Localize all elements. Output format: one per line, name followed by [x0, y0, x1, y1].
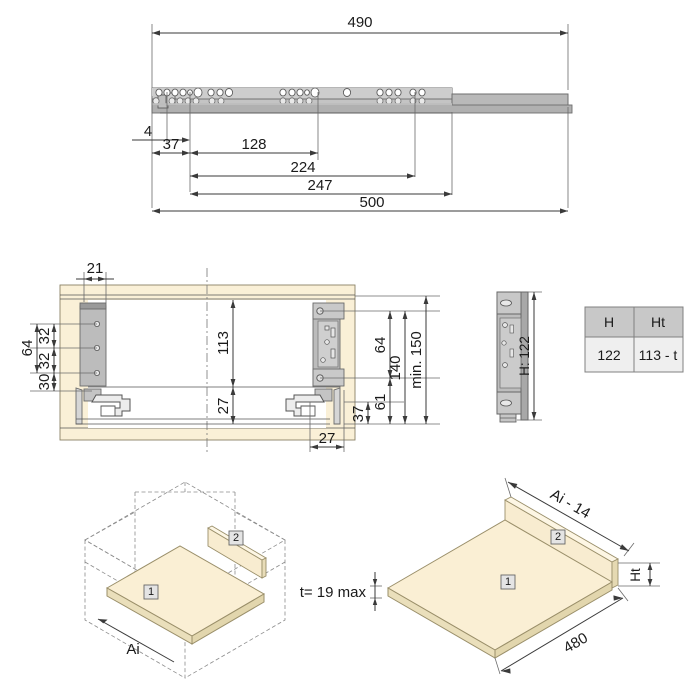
dim-64-left-label: 64 [19, 340, 36, 357]
dim-490: 490 [151, 14, 569, 96]
dim-32-upper: 32 [36, 324, 57, 348]
balloon-1-right-label: 1 [505, 576, 511, 588]
dim-4: 4 [132, 123, 190, 143]
dim-37-right-label: 37 [350, 406, 367, 423]
dim-ht: Ht [618, 562, 660, 587]
dim-h-122-label: H: 122 [517, 336, 532, 376]
dim-32-lower-label: 32 [36, 353, 53, 370]
dim-27-centre: 27 [215, 387, 236, 424]
table-cell-ht-value: 113 - t [639, 347, 678, 363]
dim-32-upper-label: 32 [36, 328, 53, 345]
dim-128: 128 [190, 136, 318, 156]
dim-128-label: 128 [241, 136, 266, 153]
dim-27-centre-label: 27 [215, 398, 232, 415]
dim-32-lower: 32 [36, 348, 57, 373]
view-drawer-assembly-isometric: 1 2 Ai [84, 481, 286, 679]
dim-30: 30 [36, 373, 57, 391]
dim-t-19-max-label: t= 19 max [300, 584, 367, 601]
dim-500-label: 500 [359, 194, 384, 211]
dim-ai: Ai [97, 618, 175, 663]
height-table: H Ht 122 113 - t [584, 306, 684, 373]
section-left-witness [30, 323, 97, 392]
dim-64-right: 64 [372, 311, 393, 378]
panel-base [105, 545, 265, 645]
dim-27-bottom: 27 [309, 390, 345, 452]
dim-64-right-label: 64 [372, 337, 389, 354]
balloon-2-right-label: 2 [555, 531, 561, 543]
left-bracket [79, 302, 107, 387]
dim-140-label: 140 [387, 355, 404, 380]
view-drawer-section: 21 64 32 32 [19, 260, 440, 455]
dim-224: 224 [190, 159, 415, 179]
dim-490-label: 490 [347, 14, 372, 31]
dim-500: 500 [152, 194, 568, 214]
dim-21-label: 21 [87, 260, 104, 277]
panel-base-right [387, 519, 613, 659]
dim-4-label: 4 [144, 123, 152, 140]
dim-ht-label: Ht [628, 568, 643, 582]
top-witness-lines [151, 92, 569, 208]
slide-rail-body [151, 87, 573, 114]
dim-30-label: 30 [36, 374, 53, 391]
dim-61-label: 61 [372, 394, 389, 411]
dim-ai-14-label: Ai - 14 [547, 486, 593, 522]
view-panel-isometric: 1 2 Ai - 14 Ht [300, 477, 660, 675]
dim-247: 247 [190, 177, 452, 197]
table-header-ht: Ht [651, 314, 665, 330]
table-cell-h-value: 122 [597, 347, 621, 363]
dim-64-left: 64 [19, 324, 40, 373]
dim-480-label: 480 [561, 629, 591, 656]
table-header-h: H [604, 314, 614, 330]
dim-h-122: H: 122 [517, 291, 542, 421]
dim-min-150: min. 150 [408, 296, 429, 424]
left-runner-profile [75, 387, 330, 425]
balloon-2: 2 [228, 530, 244, 546]
dim-37-label: 37 [163, 136, 180, 153]
dim-21: 21 [76, 260, 114, 303]
dim-37: 37 [152, 136, 190, 156]
view-slide-rail-elevation: 490 [132, 14, 573, 214]
balloon-1: 1 [143, 584, 159, 600]
balloon-1-label: 1 [148, 586, 154, 598]
dim-37-right: 37 [350, 402, 371, 424]
dim-61: 61 [372, 378, 393, 424]
dim-113: 113 [215, 300, 236, 387]
view-bracket-side: H: 122 [496, 291, 542, 423]
dim-27-bottom-label: 27 [319, 430, 336, 447]
right-runner-profile [285, 387, 341, 425]
dim-ai-label: Ai [126, 641, 139, 658]
dim-t-19-max: t= 19 max [300, 572, 382, 611]
balloon-1-right: 1 [500, 574, 516, 590]
dim-224-label: 224 [290, 159, 315, 176]
dim-min-150-label: min. 150 [408, 331, 425, 389]
right-bracket [312, 302, 345, 388]
dim-113-label: 113 [215, 331, 232, 355]
balloon-2-right: 2 [550, 529, 566, 545]
dim-140: 140 [387, 311, 408, 424]
balloon-2-label: 2 [233, 532, 239, 544]
dim-247-label: 247 [307, 177, 332, 194]
